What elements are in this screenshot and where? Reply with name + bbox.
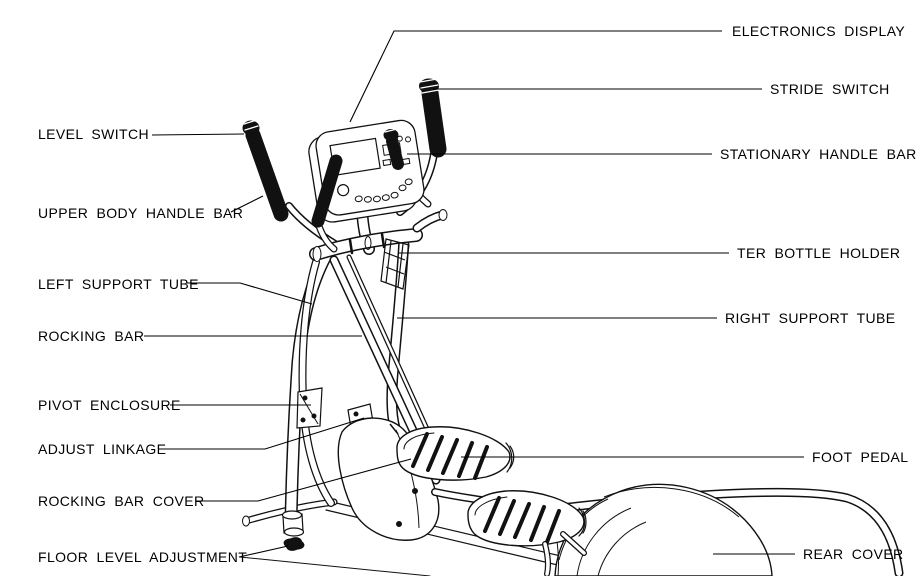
label-upper-body-handle-bar: UPPER BODY HANDLE BAR [38, 205, 244, 221]
foot-pedal-right [467, 490, 587, 576]
pivot-enclosure [296, 387, 323, 429]
label-rocking-bar: ROCKING BAR [38, 328, 145, 344]
rear-cover [538, 483, 773, 576]
foot-pedal-left [396, 426, 515, 481]
label-ter-bottle-holder: TER BOTTLE HOLDER [737, 245, 901, 261]
leader-lines [144, 30, 804, 558]
label-floor-level-adjustment: FLOOR LEVEL ADJUSTMENT [38, 549, 248, 565]
stride-switch-cap [419, 78, 440, 94]
label-level-switch: LEVEL SWITCH [38, 126, 149, 142]
label-rear-cover: REAR COVER [803, 546, 904, 562]
label-pivot-enclosure: PIVOT ENCLOSURE [38, 397, 181, 413]
label-foot-pedal: FOOT PEDAL [812, 449, 909, 465]
label-adjust-linkage: ADJUST LINKAGE [38, 441, 167, 457]
label-electronics-display: ELECTRONICS DISPLAY [732, 23, 906, 39]
label-left-support-tube: LEFT SUPPORT TUBE [38, 276, 199, 292]
label-right-support-tube: RIGHT SUPPORT TUBE [725, 310, 896, 326]
label-stride-switch: STRIDE SWITCH [770, 81, 890, 97]
floor-level-adjuster [281, 510, 305, 551]
label-stationary-handle-bar: STATIONARY HANDLE BAR [720, 146, 917, 162]
level-switch-knob [242, 119, 260, 136]
handle-grips [242, 78, 447, 253]
label-rocking-bar-cover: ROCKING BAR COVER [38, 493, 205, 509]
bottle-holder [380, 238, 410, 290]
